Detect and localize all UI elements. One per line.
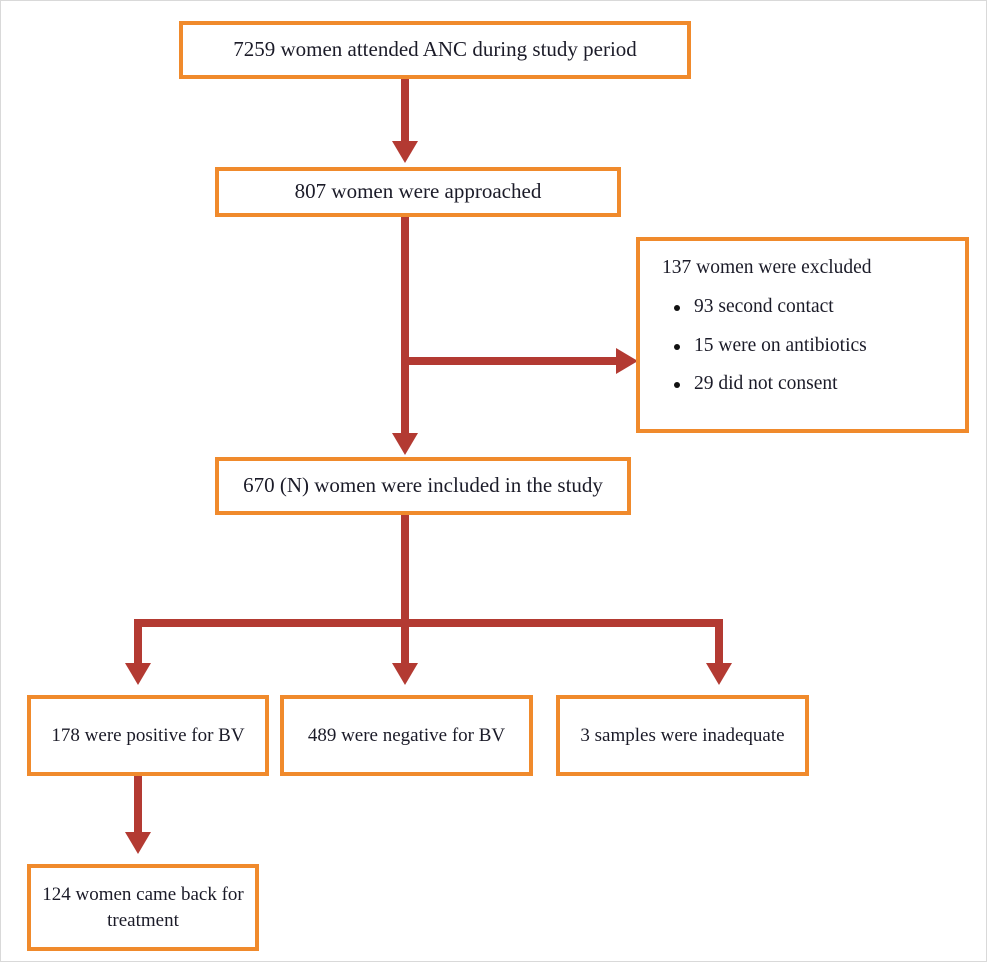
connector-branch-left [134,619,142,667]
node-attended-anc: 7259 women attended ANC during study per… [179,21,691,79]
connector-branch-right [715,619,723,667]
node-positive-bv-label: 178 were positive for BV [51,724,245,746]
list-item: 93 second contact [674,297,957,317]
node-inadequate-samples: 3 samples were inadequate [556,695,809,776]
connector-positive-to-treatment [134,776,142,836]
list-item: 29 did not consent [674,374,957,394]
arrowhead-included [392,433,418,455]
connector-branch-bar [134,619,723,627]
arrowhead-excluded [616,348,638,374]
arrowhead-negative [392,663,418,685]
connector-included-down [401,515,409,627]
node-inadequate-samples-label: 3 samples were inadequate [580,724,785,746]
node-approached-label: 807 women were approached [294,179,542,204]
node-positive-bv: 178 were positive for BV [27,695,269,776]
node-approached: 807 women were approached [215,167,621,217]
node-included-in-study-label: 670 (N) women were included in the study [243,473,603,498]
arrowhead-approached [392,141,418,163]
connector-excluded-horizontal [405,357,621,365]
node-returned-for-treatment-label: 124 women came back for treatment [42,884,244,931]
node-excluded: 137 women were excluded 93 second contac… [636,237,969,433]
connector-branch-middle [401,619,409,667]
arrowhead-treatment [125,832,151,854]
list-item: 15 were on antibiotics [674,335,957,356]
node-excluded-reason-list: 93 second contact 15 were on antibiotics… [654,297,957,394]
node-negative-bv: 489 were negative for BV [280,695,533,776]
connector-attended-to-approached [401,79,409,145]
arrowhead-positive [125,663,151,685]
node-negative-bv-label: 489 were negative for BV [307,724,506,746]
node-excluded-title: 137 women were excluded [662,257,872,278]
node-attended-anc-label: 7259 women attended ANC during study per… [233,37,637,62]
node-included-in-study: 670 (N) women were included in the study [215,457,631,515]
node-returned-for-treatment: 124 women came back for treatment [27,864,259,951]
connector-approached-to-included [401,217,409,437]
arrowhead-inadequate [706,663,732,685]
